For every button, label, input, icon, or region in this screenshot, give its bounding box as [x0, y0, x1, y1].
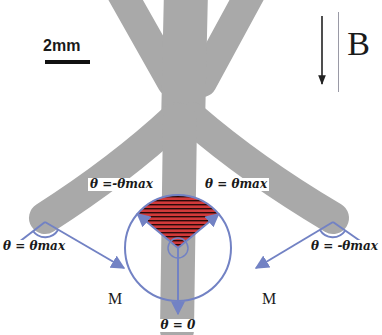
angle-label: θ = 0: [159, 319, 198, 332]
angle-arrows: [137, 214, 218, 314]
field-label: B: [339, 25, 378, 63]
scale-bar: [45, 60, 90, 64]
moment-label: M: [108, 290, 122, 308]
moment-label: M: [262, 290, 276, 308]
branching-structure: [45, 0, 333, 330]
field-arrow: [321, 16, 323, 84]
angle-label: θ = θmax: [203, 178, 269, 191]
angle-label: θ = -θmax: [309, 240, 380, 253]
scale-label: 2mm: [43, 37, 80, 55]
angle-label: θ =-θmax: [88, 178, 155, 191]
field-box: B: [338, 12, 378, 92]
angle-label: θ = θmax: [1, 240, 67, 253]
